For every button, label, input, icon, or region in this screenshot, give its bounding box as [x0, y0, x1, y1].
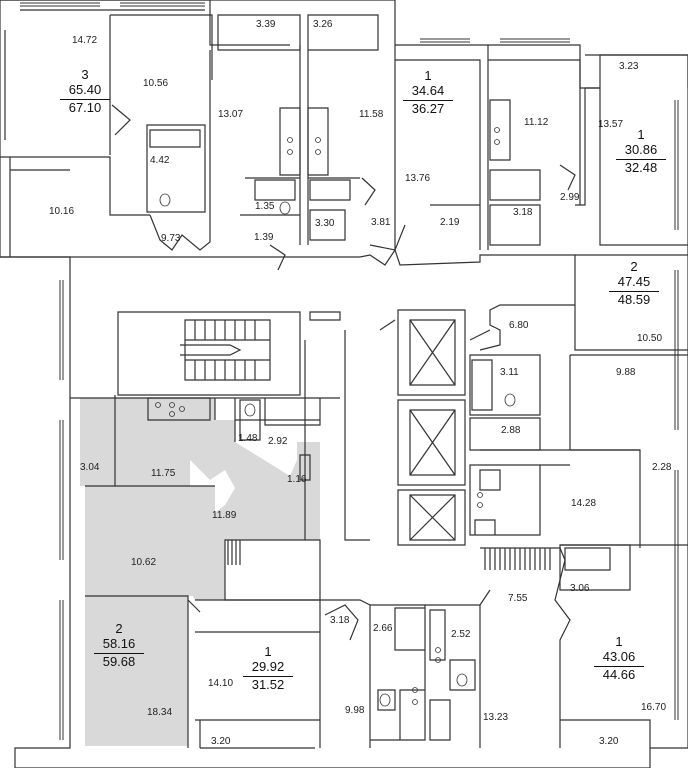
- room-area-label: 11.12: [524, 117, 549, 128]
- apartment-label: 2 58.16 59.68: [94, 621, 144, 670]
- room-area-label: 2.88: [501, 425, 521, 436]
- apartment-label: 1 29.92 31.52: [243, 644, 293, 693]
- apartment-living-area: 43.06: [594, 649, 644, 667]
- room-area-label: 9.98: [345, 705, 365, 716]
- apartment-total-area: 44.66: [602, 666, 636, 682]
- apartment-label: 1 43.06 44.66: [594, 634, 644, 683]
- room-area-label: 14.28: [571, 498, 597, 509]
- room-area-label: 2.19: [440, 217, 460, 228]
- room-area-label: 7.55: [508, 593, 528, 604]
- apartment-rooms: 1: [424, 68, 432, 83]
- room-area-label: 9.88: [616, 367, 636, 378]
- room-area-label: 3.26: [313, 19, 333, 30]
- room-area-label: 13.57: [598, 119, 624, 130]
- apartment-label: 3 65.40 67.10: [60, 67, 110, 116]
- room-area-label: 3.81: [371, 217, 391, 228]
- apartment-rooms: 1: [615, 634, 623, 649]
- room-area-label: 2.66: [373, 623, 393, 634]
- room-area-label: 3.04: [80, 462, 100, 473]
- room-area-label: 13.23: [483, 712, 509, 723]
- apartment-living-area: 47.45: [609, 274, 659, 292]
- room-area-label: 13.76: [405, 173, 431, 184]
- apartment-rooms: 3: [81, 67, 89, 82]
- apartment-label: 2 47.45 48.59: [609, 259, 659, 308]
- apartment-living-area: 34.64: [403, 83, 453, 101]
- apartment-living-area: 29.92: [243, 659, 293, 677]
- apartment-total-area: 32.48: [624, 159, 658, 175]
- windows: [20, 2, 679, 740]
- room-area-label: 9.73: [161, 233, 181, 244]
- room-area-label: 10.62: [131, 557, 157, 568]
- room-area-label: 1.35: [255, 201, 275, 212]
- room-area-label: 16.70: [641, 702, 667, 713]
- room-area-label: 4.42: [150, 155, 170, 166]
- room-area-label: 2.99: [560, 192, 580, 203]
- room-area-label: 3.11: [500, 367, 519, 378]
- apartment-total-area: 36.27: [411, 100, 445, 116]
- apartment-label: 1 30.86 32.48: [616, 127, 666, 176]
- room-area-label: 1.16: [287, 474, 307, 485]
- room-area-label: 18.34: [147, 707, 173, 718]
- room-area-label: 10.50: [637, 333, 663, 344]
- room-area-label: 3.18: [330, 615, 350, 626]
- room-area-label: 10.16: [49, 206, 75, 217]
- room-area-label: 2.52: [451, 629, 471, 640]
- room-area-label: 11.75: [151, 468, 176, 479]
- apartment-total-area: 59.68: [102, 653, 136, 669]
- apartment-rooms: 1: [637, 127, 645, 142]
- room-area-label: 3.20: [599, 736, 619, 747]
- apartment-total-area: 48.59: [617, 291, 651, 307]
- room-area-label: 14.10: [208, 678, 234, 689]
- room-area-label: 1.39: [254, 232, 274, 243]
- room-area-label: 2.92: [268, 436, 288, 447]
- apartment-living-area: 65.40: [60, 82, 110, 100]
- room-area-label: 1.48: [238, 433, 258, 444]
- apartment-total-area: 31.52: [251, 676, 285, 692]
- room-area-label: 14.72: [72, 35, 98, 46]
- apartment-living-area: 30.86: [616, 142, 666, 160]
- room-area-label: 2.28: [652, 462, 672, 473]
- apartment-living-area: 58.16: [94, 636, 144, 654]
- room-area-label: 13.07: [218, 109, 244, 120]
- room-area-label: 3.30: [315, 218, 335, 229]
- apartment-rooms: 2: [630, 259, 638, 274]
- room-area-label: 3.23: [619, 61, 639, 72]
- room-area-label: 3.20: [211, 736, 231, 747]
- room-area-label: 10.56: [143, 78, 169, 89]
- room-area-label: 3.06: [570, 583, 590, 594]
- room-area-label: 3.18: [513, 207, 533, 218]
- apartment-rooms: 2: [115, 621, 123, 636]
- apartment-total-area: 67.10: [68, 99, 102, 115]
- apartment-rooms: 1: [264, 644, 272, 659]
- room-area-label: 11.89: [212, 510, 237, 521]
- highlighted-apartment-fill: [80, 398, 320, 746]
- fixtures: [155, 127, 516, 707]
- room-area-label: 11.58: [359, 109, 384, 120]
- room-area-label: 3.39: [256, 19, 276, 30]
- apartment-label: 1 34.64 36.27: [403, 68, 453, 117]
- room-area-label: 6.80: [509, 320, 529, 331]
